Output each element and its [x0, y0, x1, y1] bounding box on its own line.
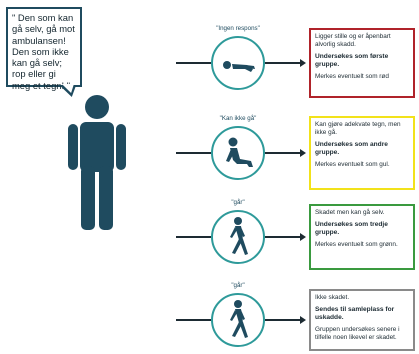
- walking-person-icon: [230, 217, 248, 255]
- category-label: "går": [231, 282, 245, 289]
- category-label: "Kan ikke gå": [219, 115, 257, 122]
- connector-line: [176, 319, 211, 321]
- condition-text: Skadet men kan gå selv.: [315, 209, 385, 216]
- priority-text: Undersøkes som første gruppe.: [315, 53, 389, 68]
- speech-bubble: " Den som kan gå selv, gå mot ambulansen…: [6, 7, 82, 91]
- condition-text: Ligger stille og er åpenbart alvorlig sk…: [315, 33, 391, 48]
- marking-text: Merkes eventuelt som grønn.: [315, 241, 398, 248]
- arrow-head-icon: [300, 233, 306, 241]
- description-box: Skadet men kan gå selv. Undersøkes som tr…: [309, 204, 415, 270]
- standing-person-icon: [68, 95, 126, 230]
- category-label: "går": [231, 199, 245, 206]
- arrow-line: [265, 319, 301, 321]
- arrow-head-icon: [300, 316, 306, 324]
- connector-line: [176, 62, 211, 64]
- description-box: Kan gjøre adekvate tegn, men ikke gå. Und…: [309, 116, 415, 190]
- speech-text: " Den som kan gå selv, gå mot ambulansen…: [12, 12, 75, 91]
- arrow-line: [265, 236, 301, 238]
- category-circle: [211, 36, 265, 90]
- marking-text: Merkes eventuelt som gul.: [315, 161, 390, 168]
- sitting-person-icon: [226, 137, 253, 167]
- priority-text: Undersøkes som andre gruppe.: [315, 141, 388, 156]
- condition-text: Ikke skadet.: [315, 294, 350, 301]
- arrow-line: [265, 152, 301, 154]
- description-box: Ikke skadet. Sendes til samleplass for us…: [309, 289, 415, 351]
- condition-text: Kan gjøre adekvate tegn, men ikke gå.: [315, 121, 401, 136]
- arrow-head-icon: [300, 59, 306, 67]
- connector-line: [176, 236, 211, 238]
- priority-text: Sendes til samleplass for uskadde.: [315, 306, 395, 321]
- marking-text: Merkes eventuelt som rød: [315, 73, 389, 80]
- category-label: "Ingen respons": [216, 25, 260, 32]
- description-box: Ligger stille og er åpenbart alvorlig sk…: [309, 28, 415, 98]
- category-circle: [211, 293, 265, 347]
- walking-person-icon: [230, 300, 248, 338]
- connector-line: [176, 152, 211, 154]
- arrow-head-icon: [300, 149, 306, 157]
- priority-text: Undersøkes som tredje gruppe.: [315, 221, 388, 236]
- category-circle: [211, 210, 265, 264]
- category-circle: [211, 126, 265, 180]
- lying-person-icon: [223, 61, 255, 72]
- marking-text: Gruppen undersøkes senere i tilfelle noe…: [315, 326, 400, 341]
- arrow-line: [265, 62, 301, 64]
